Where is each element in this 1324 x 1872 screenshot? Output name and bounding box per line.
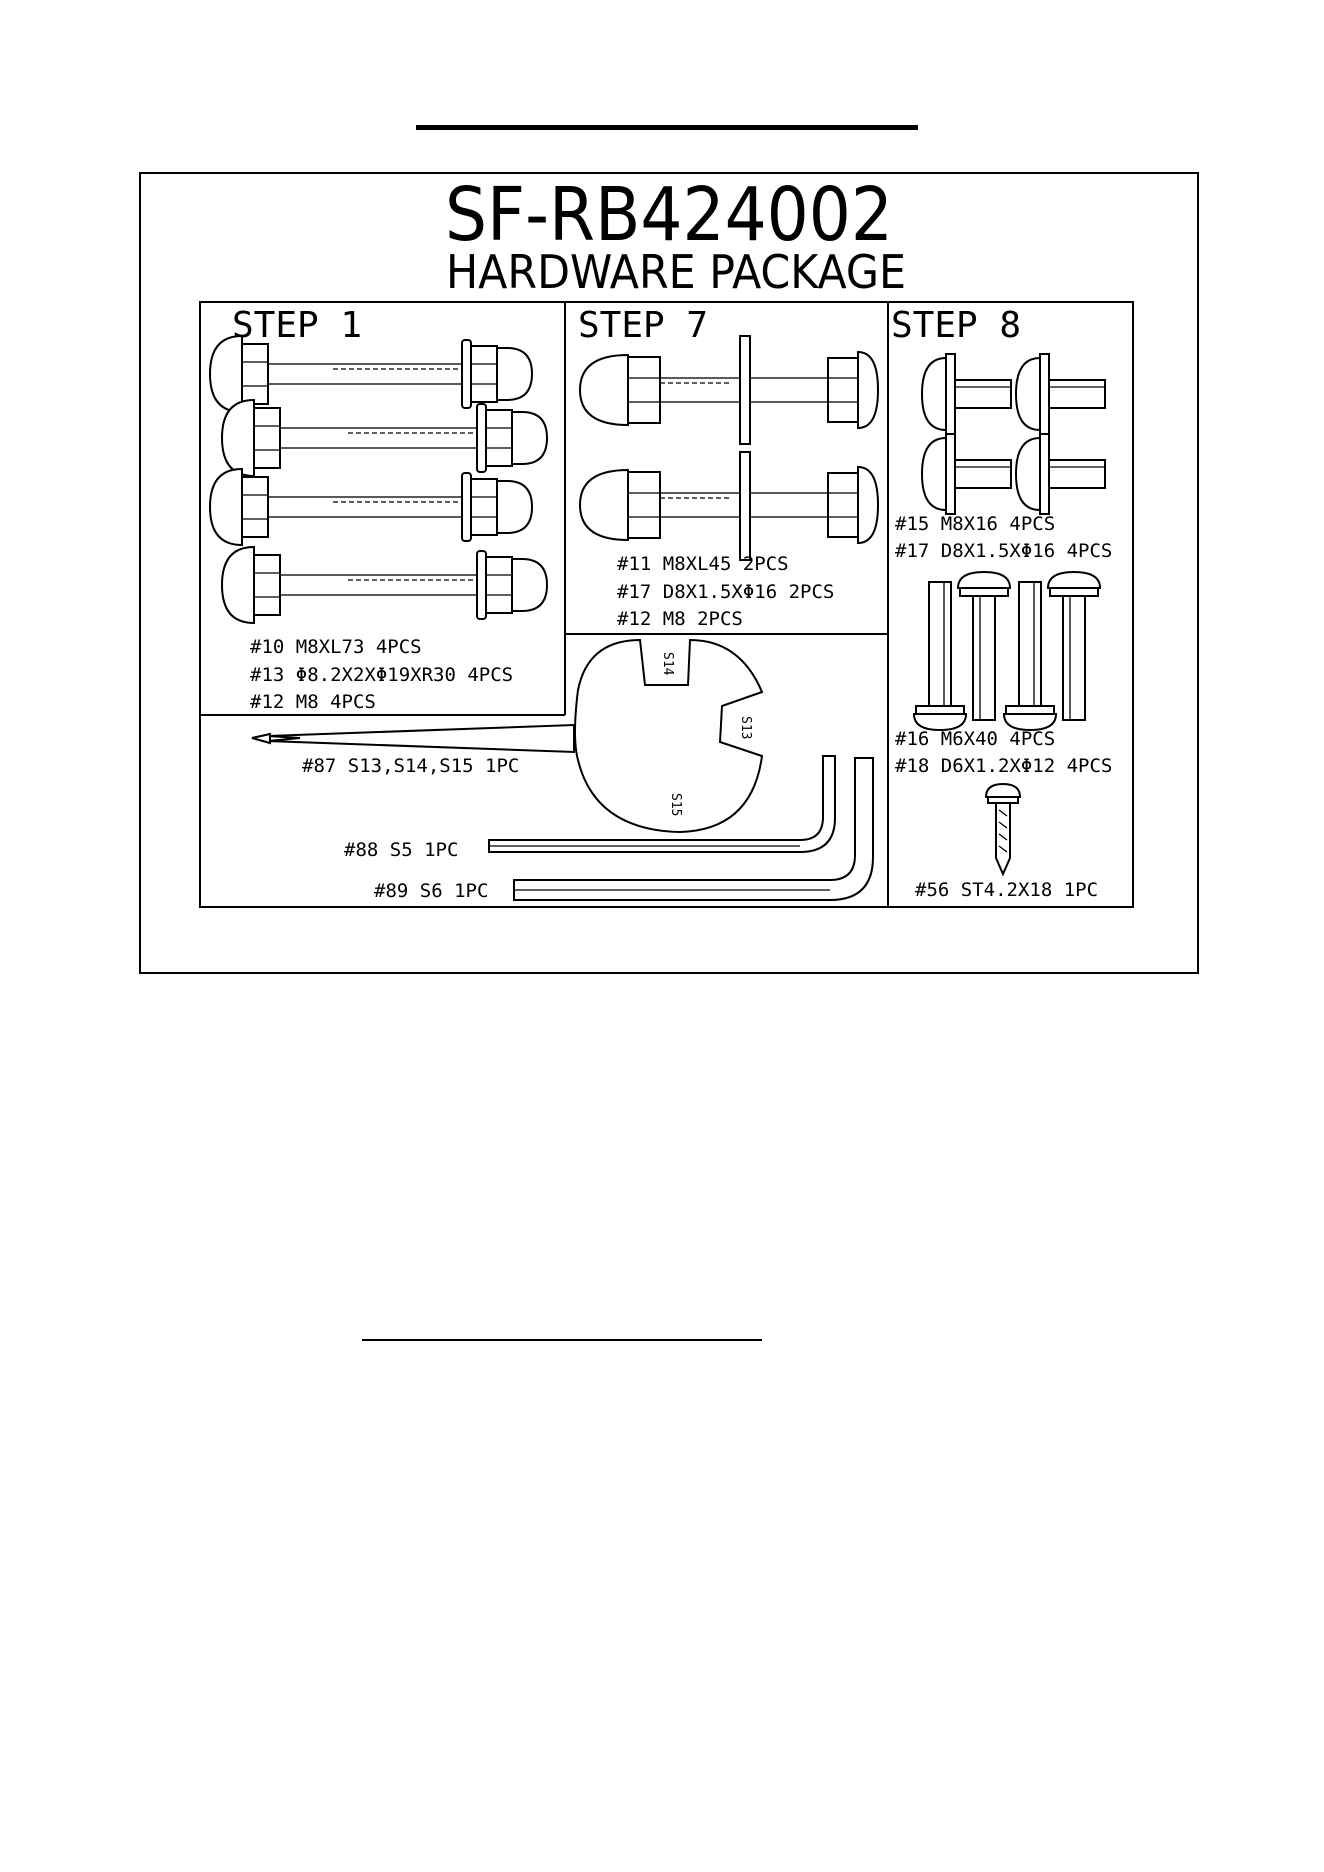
step-8-label: STEP 8 bbox=[891, 305, 1021, 346]
carriage-bolt-m8xl45 bbox=[580, 452, 878, 560]
package-subtitle: HARDWARE PACKAGE bbox=[446, 245, 906, 299]
wrench-slot-s13: S13 bbox=[738, 716, 753, 739]
step-1-part-3: #12 M8 4PCS bbox=[250, 691, 376, 713]
carriage-bolt-m8xl73 bbox=[222, 400, 547, 476]
step-7-part-3: #12 M8 2PCS bbox=[617, 608, 743, 630]
wrench-slot-s15: S15 bbox=[668, 793, 683, 816]
pan-screw-m6x40 bbox=[914, 582, 966, 730]
step-1-panel: STEP 1 #10 M8XL73 4PCS #13 Φ8.2X2XΦ1 bbox=[210, 305, 547, 713]
carriage-bolt-m8xl73 bbox=[210, 469, 532, 545]
carriage-bolt-m8xl73 bbox=[210, 336, 532, 412]
step-7-part-2: #17 D8X1.5XΦ16 2PCS bbox=[617, 581, 834, 603]
pan-screw-m6x40 bbox=[958, 572, 1010, 720]
step-8-part-1: #15 M8X16 4PCS bbox=[895, 513, 1055, 535]
pan-screw-m6x40 bbox=[1004, 582, 1056, 730]
step-8-panel: STEP 8 #15 M8X16 4PCS #17 D8X1.5XΦ16 4PC… bbox=[891, 305, 1112, 901]
step-1-part-2: #13 Φ8.2X2XΦ19XR30 4PCS bbox=[250, 664, 513, 686]
button-screw-m8x16 bbox=[1016, 434, 1105, 514]
allen-key-s5-label: #88 S5 1PC bbox=[344, 839, 458, 861]
button-screw-m8x16 bbox=[922, 354, 1011, 434]
allen-key-s6-label: #89 S6 1PC bbox=[374, 880, 488, 902]
wrench-slot-s14: S14 bbox=[660, 652, 675, 676]
step-8-part-5: #56 ST4.2X18 1PC bbox=[915, 879, 1098, 901]
carriage-bolt-m8xl73 bbox=[222, 547, 547, 623]
button-screw-m8x16 bbox=[922, 434, 1011, 514]
button-screw-m8x16 bbox=[1016, 354, 1105, 434]
pan-screw-m6x40 bbox=[1048, 572, 1100, 720]
carriage-bolt-m8xl45 bbox=[580, 336, 878, 444]
step-7-panel: STEP 7 #11 M8XL45 2 bbox=[578, 305, 878, 630]
step-1-label: STEP 1 bbox=[232, 305, 362, 346]
step-8-part-3: #16 M6X40 4PCS bbox=[895, 728, 1055, 750]
wrench-label: #87 S13,S14,S15 1PC bbox=[302, 755, 519, 777]
step-7-part-1: #11 M8XL45 2PCS bbox=[617, 553, 789, 575]
step-1-part-1: #10 M8XL73 4PCS bbox=[250, 636, 422, 658]
step-8-part-4: #18 D6X1.2XΦ12 4PCS bbox=[895, 755, 1112, 777]
step-7-label: STEP 7 bbox=[578, 305, 708, 346]
tapping-screw-st42x18 bbox=[986, 784, 1020, 874]
step-8-part-2: #17 D8X1.5XΦ16 4PCS bbox=[895, 540, 1112, 562]
